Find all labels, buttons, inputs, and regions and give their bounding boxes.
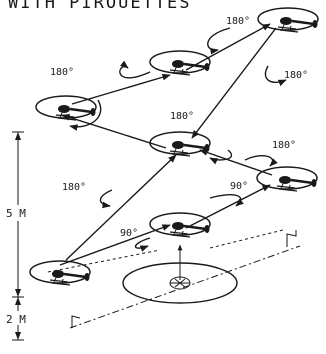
helicopter-icon bbox=[256, 6, 320, 34]
diagram-title: WITH PIROUETTES bbox=[8, 0, 192, 13]
turn-label: 180° bbox=[226, 16, 250, 27]
height-dimension: 5 M 2 M bbox=[5, 131, 37, 341]
marker-flag-icon bbox=[71, 315, 81, 328]
helicopter-icon bbox=[34, 94, 98, 122]
turn-label: 180° bbox=[284, 70, 308, 81]
turn-label: 90° bbox=[120, 228, 138, 239]
height-upper-label: 5 M bbox=[6, 207, 26, 220]
helicopter-icon bbox=[148, 49, 212, 77]
turn-label: 180° bbox=[50, 67, 74, 78]
helicopter-icon bbox=[148, 211, 212, 239]
flight-path bbox=[59, 23, 277, 266]
turn-label: 90° bbox=[230, 181, 248, 192]
marker-flag-icon bbox=[286, 230, 297, 247]
height-lower-label: 2 M bbox=[6, 313, 26, 326]
turn-label: 180° bbox=[62, 182, 86, 193]
helicopter-icon bbox=[148, 130, 212, 158]
turn-label: 180° bbox=[272, 140, 296, 151]
turn-label: 180° bbox=[170, 111, 194, 122]
pirouette-arrows bbox=[69, 27, 287, 252]
